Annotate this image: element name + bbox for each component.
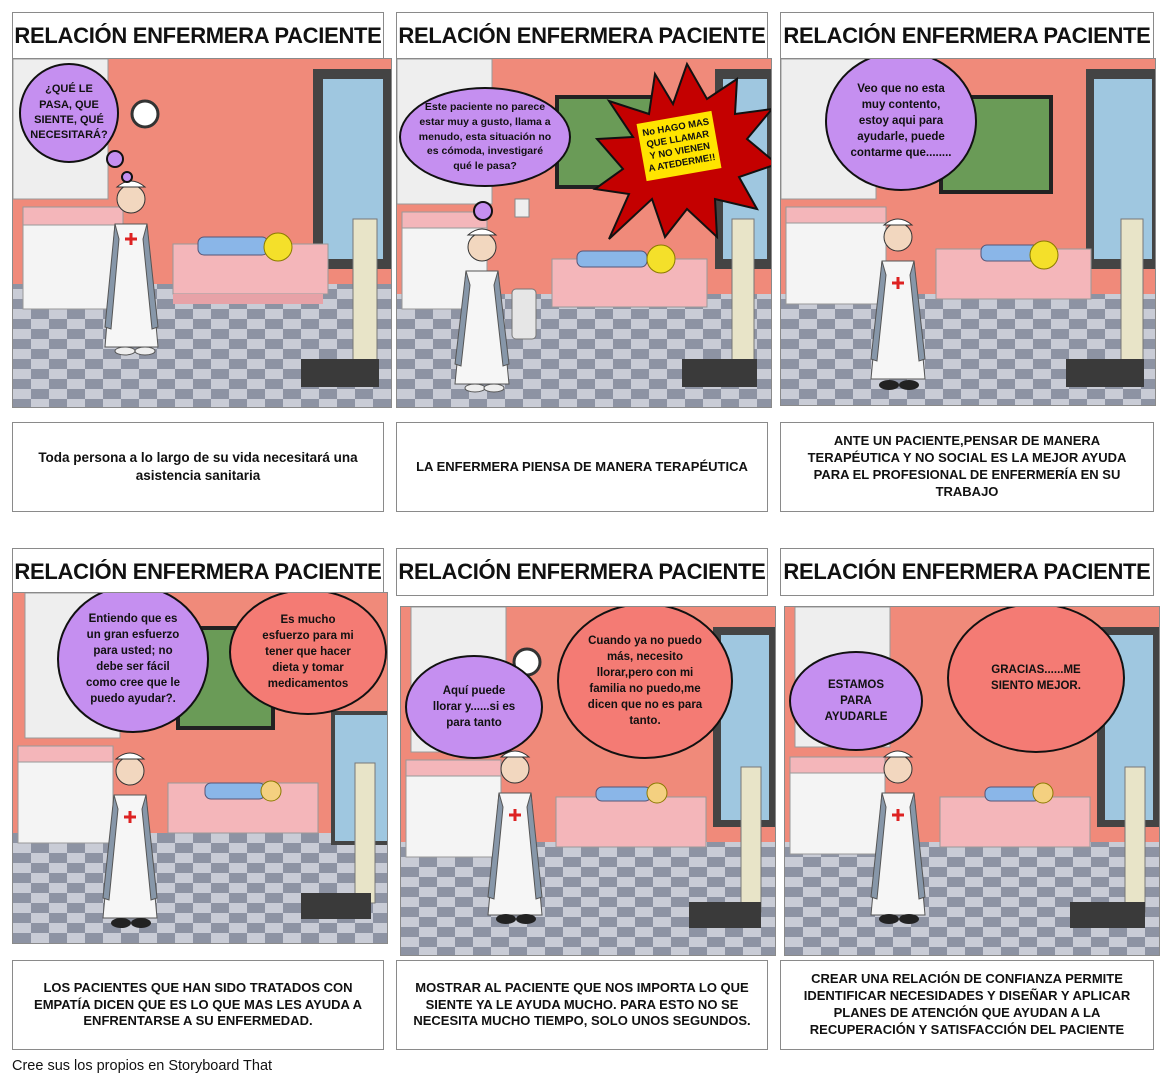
storyboard-credit-link[interactable]: Cree sus los propios en Storyboard That (12, 1058, 273, 1074)
patient-speech-bubble: GRACIAS......ME SIENTO MEJOR. (947, 607, 1125, 753)
nurse-thought-bubble: ¿QUÉ LE PASA, QUE SIENTE, QUÉ NECESITARÁ… (19, 63, 119, 163)
nurse-speech-bubble: ESTAMOS PARA AYUDARLE (789, 651, 923, 751)
panel-2-caption: LA ENFERMERA PIENSA DE MANERA TERAPÉUTIC… (396, 422, 768, 512)
panel-2-scene: Este paciente no parece estar muy a gust… (396, 58, 772, 408)
panel-4-title: RELACIÓN ENFERMERA PACIENTE (12, 548, 384, 596)
panel-6-caption: CREAR UNA RELACIÓN DE CONFIANZA PERMITE … (780, 960, 1154, 1050)
panel-3-scene: Veo que no esta muy contento, estoy aqui… (780, 58, 1156, 406)
panel-1-title: RELACIÓN ENFERMERA PACIENTE (12, 12, 384, 60)
nurse-figure (102, 752, 158, 928)
clinic-room-illustration (13, 593, 387, 943)
panel-4-scene: Entiendo que es un gran esfuerzo para us… (12, 592, 388, 944)
nurse-speech-bubble: Aquí puede llorar y......si es para tant… (405, 655, 543, 759)
thought-trail-dots (473, 201, 493, 221)
nurse-figure (104, 180, 159, 356)
nurse-speech-bubble: Entiendo que es un gran esfuerzo para us… (57, 593, 209, 733)
clinic-room-illustration (781, 59, 1155, 405)
nurse-figure (870, 218, 926, 390)
panel-6-title: RELACIÓN ENFERMERA PACIENTE (780, 548, 1154, 596)
panel-5-caption: MOSTRAR AL PACIENTE QUE NOS IMPORTA LO Q… (396, 960, 768, 1050)
nurse-thought-bubble: Este paciente no parece estar muy a gust… (399, 87, 571, 187)
panel-5-title: RELACIÓN ENFERMERA PACIENTE (396, 548, 768, 596)
patient-speech-bubble: Es mucho esfuerzo para mi tener que hace… (229, 593, 387, 715)
panel-3-title: RELACIÓN ENFERMERA PACIENTE (780, 12, 1154, 60)
thought-trail-dots (106, 150, 133, 183)
panel-5-scene: Aquí puede llorar y......si es para tant… (400, 606, 776, 956)
nurse-figure (454, 228, 510, 393)
clinic-room-illustration (13, 59, 391, 407)
panel-6-scene: ESTAMOS PARA AYUDARLE GRACIAS......ME SI… (784, 606, 1160, 956)
patient-speech-bubble: Cuando ya no puedo más, necesito llorar,… (557, 607, 733, 759)
panel-4-caption: LOS PACIENTES QUE HAN SIDO TRATADOS CON … (12, 960, 384, 1050)
panel-1-scene: ¿QUÉ LE PASA, QUE SIENTE, QUÉ NECESITARÁ… (12, 58, 392, 408)
nurse-figure (487, 750, 543, 924)
panel-2-title: RELACIÓN ENFERMERA PACIENTE (396, 12, 768, 60)
nurse-speech-bubble: Veo que no esta muy contento, estoy aqui… (825, 59, 977, 191)
panel-3-caption: ANTE UN PACIENTE,PENSAR DE MANERA TERAPÉ… (780, 422, 1154, 512)
nurse-figure (870, 750, 926, 924)
panel-1-caption: Toda persona a lo largo de su vida neces… (12, 422, 384, 512)
